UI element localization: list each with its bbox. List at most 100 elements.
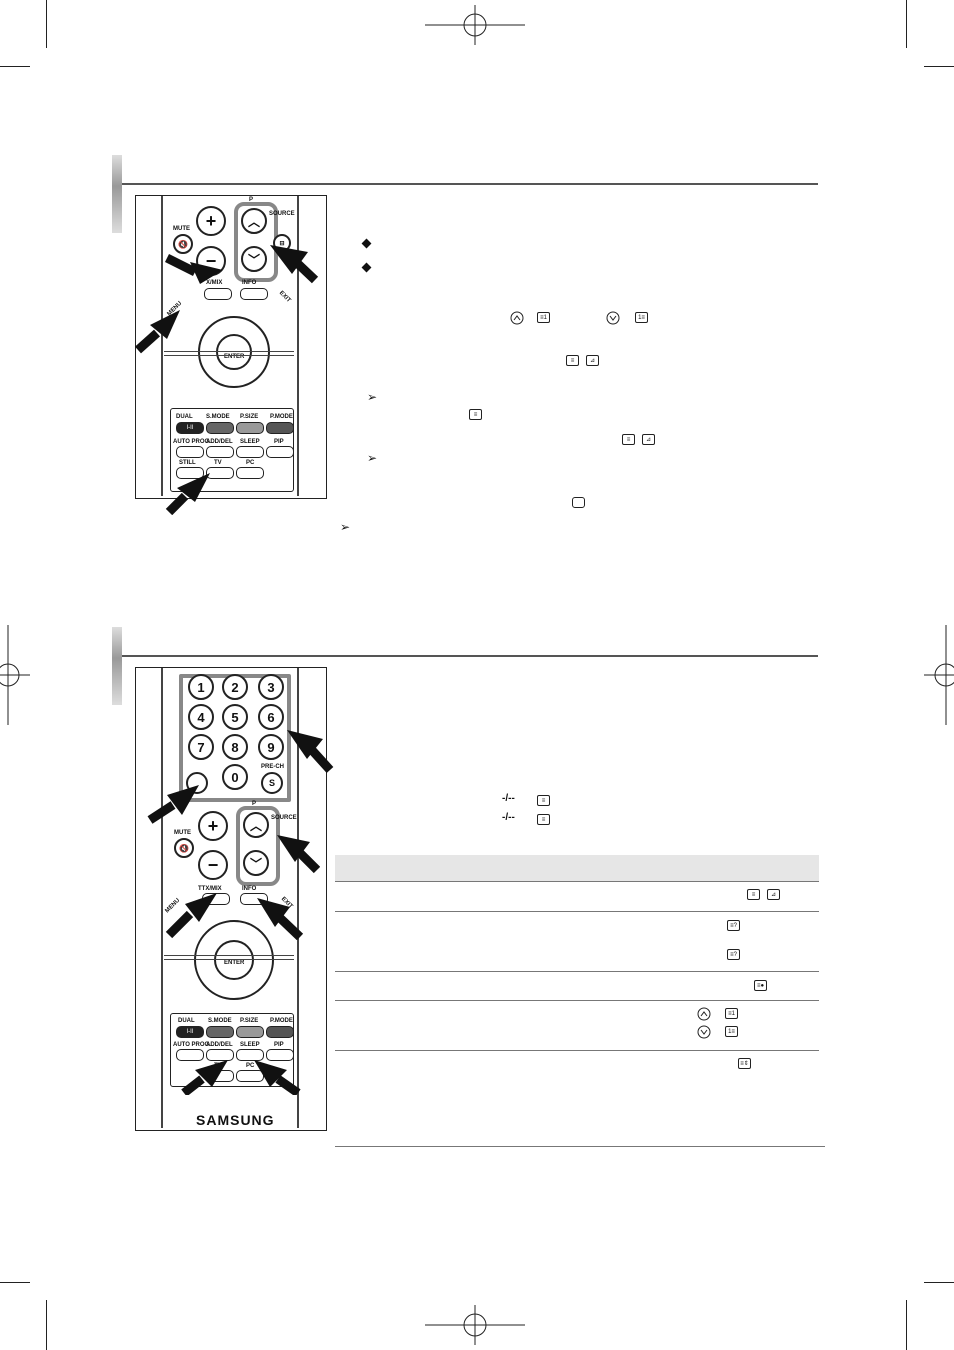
psize-button (236, 422, 264, 434)
teletext-icon: ≡ (469, 409, 482, 420)
dash-label: -/-- (502, 812, 515, 823)
channel-highlight (236, 806, 280, 886)
pip-label: PIP (274, 439, 284, 445)
sleep-label: SLEEP (240, 1042, 260, 1048)
teletext-on-icon: ≡ (566, 355, 579, 366)
source-label: SOURCE (269, 211, 295, 217)
autoprog-label: AUTO PROG. (173, 1042, 211, 1048)
note-arrow-icon: ➢ (367, 390, 378, 404)
info-label: INFO (242, 886, 257, 892)
number-button: 0 (222, 764, 248, 790)
teletext-hold-icon: ≡1 (537, 312, 550, 323)
mute-icon: 🔇 (173, 234, 193, 254)
table-row-divider (335, 1050, 819, 1051)
number-button: 1 (188, 674, 214, 700)
table-row-divider (335, 911, 819, 912)
autoprog-button (176, 446, 204, 458)
dual-button: I-II (176, 422, 204, 434)
ttxmix-label: TTX/MIX (198, 886, 222, 892)
pmode-button (266, 422, 294, 434)
number-button: 4 (188, 704, 214, 730)
psize-label: P.SIZE (240, 414, 259, 420)
crop-mark (906, 1300, 907, 1350)
pointer-arrow-icon (287, 730, 334, 774)
crop-mark (46, 0, 47, 48)
section-bar (112, 155, 122, 233)
number-button: 3 (258, 674, 284, 700)
dpad-icon (194, 920, 274, 1000)
teletext-cancel-icon: ≡⇕ (738, 1058, 751, 1069)
enter-label: ENTER (224, 960, 245, 966)
note-arrow-icon: ➢ (367, 451, 378, 465)
number-button: 2 (222, 674, 248, 700)
teletext-page-icon: 1≡ (725, 1026, 738, 1037)
teletext-on-icon: ≡ (622, 434, 635, 445)
crop-mark (0, 66, 30, 67)
number-button: 9 (258, 734, 284, 760)
sleep-label: SLEEP (240, 439, 260, 445)
crop-mark (0, 1282, 30, 1283)
pc-label: PC (246, 1063, 255, 1069)
number-button: 5 (222, 704, 248, 730)
mute-label: MUTE (174, 830, 191, 836)
info-icon (240, 893, 268, 905)
table-header (335, 855, 819, 881)
crop-mark (924, 1282, 954, 1283)
teletext-size-icon: ≡ (537, 795, 550, 806)
table-row-divider (335, 881, 819, 882)
registration-mark-left (0, 625, 30, 725)
source-label: SOURCE (271, 815, 297, 821)
channel-up-icon: ︿ (243, 812, 269, 838)
p-label: P (249, 197, 254, 203)
smode-button (206, 1026, 234, 1038)
mute-label: MUTE (173, 226, 190, 232)
p-label: P (252, 801, 257, 807)
teletext-mix-icon: ⊿ (642, 434, 655, 445)
info-label: INFO (242, 280, 257, 286)
volume-up-icon: + (198, 811, 228, 841)
pip-button (266, 446, 294, 458)
prech-label: PRE-CH (261, 764, 285, 770)
info-icon (240, 288, 268, 300)
dual-label: DUAL (178, 1018, 195, 1024)
note-arrow-icon: ➢ (340, 520, 351, 534)
pmode-label: P.MODE (270, 1018, 293, 1024)
pointer-arrow-icon (181, 1060, 228, 1095)
mute-icon: 🔇 (174, 838, 194, 858)
smode-label: S.MODE (206, 414, 230, 420)
channel-down-icon: ﹀ (243, 850, 269, 876)
samsung-logo: SAMSUNG (196, 1112, 275, 1128)
crop-mark (906, 0, 907, 48)
adddel-button (206, 446, 234, 458)
ttxmix-icon (204, 288, 232, 300)
sleep-button (236, 1049, 264, 1061)
pointer-arrow-icon (254, 1060, 301, 1095)
pmode-button (266, 1026, 294, 1038)
teletext-on-icon: ≡ (747, 889, 760, 900)
pointer-arrow-icon (165, 893, 217, 939)
dpad-inner (216, 334, 252, 370)
tv-small-icon (572, 497, 585, 508)
teletext-page-icon: 1≡ (635, 312, 648, 323)
teletext-mix-icon: ⊿ (767, 889, 780, 900)
pc-button (236, 467, 264, 479)
tv-button (206, 467, 234, 479)
channel-up-small-icon (697, 1007, 711, 1021)
section-rule (122, 655, 818, 657)
number-button: 6 (258, 704, 284, 730)
dual-button: I-II (176, 1026, 204, 1038)
adddel-label: ADD/DEL (206, 439, 233, 445)
volume-up-icon: + (196, 206, 226, 236)
pointer-arrow-icon (147, 785, 199, 824)
teletext-size-icon: ≡ (537, 814, 550, 825)
enter-label: ENTER (224, 354, 245, 360)
number-button: 8 (222, 734, 248, 760)
adddel-button (206, 1049, 234, 1061)
table-bottom-rule (335, 1146, 825, 1147)
dash-label: -/-- (502, 793, 515, 804)
dpad-icon (198, 316, 270, 388)
channel-down-small-icon (606, 311, 620, 325)
sleep-button (236, 446, 264, 458)
section-bar (112, 627, 122, 705)
prech-icon: S (261, 772, 283, 794)
